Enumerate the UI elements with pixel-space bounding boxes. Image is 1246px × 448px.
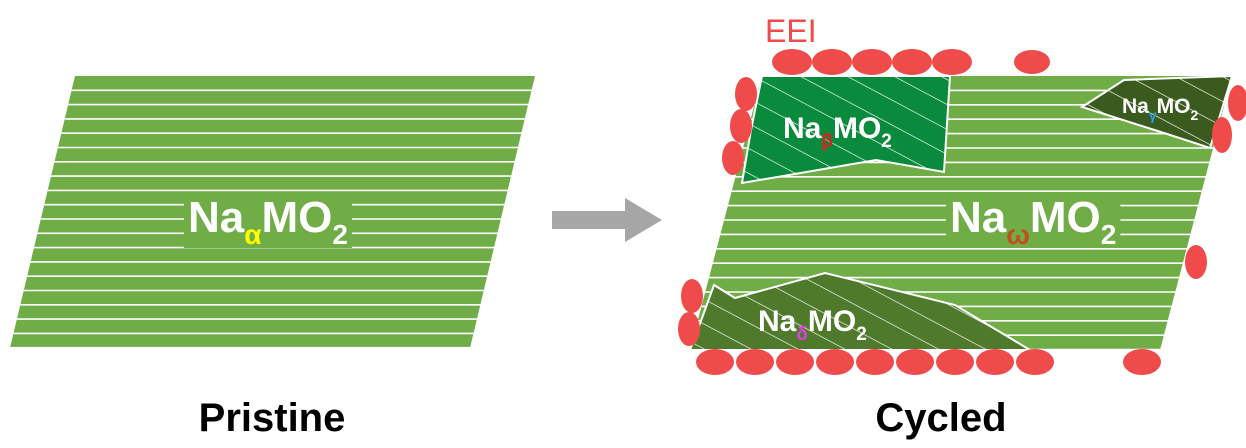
eei-particle [722, 141, 744, 175]
cycled-caption: Cycled [875, 396, 1006, 440]
eei-particle [816, 349, 854, 375]
label-backdrop [184, 197, 352, 248]
eei-particle [1014, 50, 1050, 74]
beta-phase-label: NaβMO2 [783, 112, 892, 152]
eei-particle [896, 349, 934, 375]
eei-particles [678, 49, 1246, 375]
eei-particle [932, 49, 972, 75]
eei-particle [678, 312, 700, 346]
eei-particle [1185, 245, 1207, 279]
label-backdrop [946, 197, 1121, 248]
eei-particle [892, 49, 932, 75]
gamma-phase-region: NaγMO2 [1079, 74, 1234, 150]
eei-particle [736, 349, 774, 375]
eei-particle [1016, 349, 1054, 375]
eei-particle [856, 349, 894, 375]
eei-particle [976, 349, 1014, 375]
delta-phase-region: NaδMO2 [688, 271, 1034, 351]
eei-label: EEI [765, 13, 817, 49]
eei-particle [772, 49, 812, 75]
bulk-phase-label: NaωMO2 [950, 193, 1116, 250]
pristine-crystal: NaαMO2 [10, 76, 535, 348]
eei-particle [812, 49, 852, 75]
cycled-crystal: NaβMO2 NaγMO2 NaδMO2 NaωMO2 [688, 74, 1234, 351]
eei-particle [776, 349, 814, 375]
beta-phase-region: NaβMO2 [740, 75, 952, 185]
pristine-phase-label: NaαMO2 [188, 193, 348, 250]
eei-particle [730, 109, 752, 143]
eei-particle [735, 77, 757, 111]
eei-particle [1228, 85, 1246, 121]
gamma-phase-label: NaγMO2 [1122, 95, 1198, 123]
pristine-caption: Pristine [199, 396, 346, 440]
transformation-arrow [552, 198, 662, 242]
eei-particle [1212, 117, 1232, 153]
delta-phase-label: NaδMO2 [758, 305, 867, 345]
eei-particle [696, 349, 734, 375]
eei-particle [1123, 349, 1161, 375]
eei-particle [936, 349, 974, 375]
eei-particle [852, 49, 892, 75]
eei-particle [681, 279, 703, 313]
